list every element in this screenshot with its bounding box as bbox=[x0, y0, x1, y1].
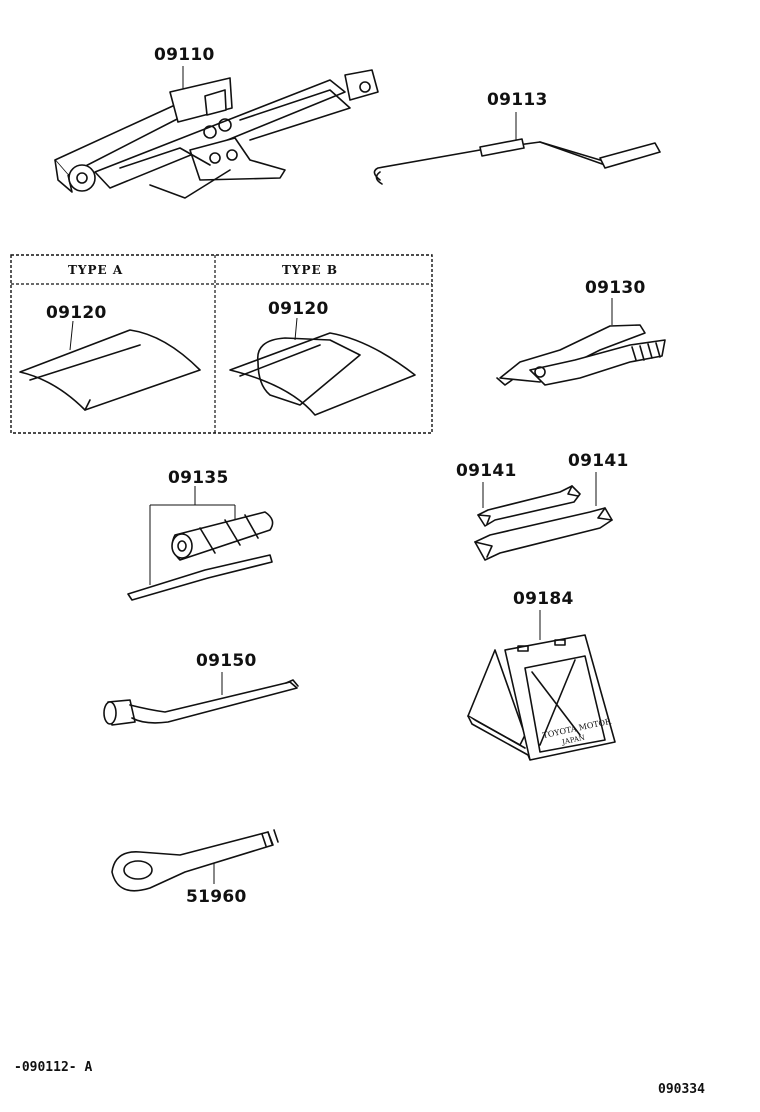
lug-wrench-drawing bbox=[103, 672, 299, 726]
wheel-chock-drawing bbox=[467, 610, 616, 761]
tool-bag-type-table bbox=[10, 254, 433, 434]
wrenches-drawing bbox=[474, 472, 613, 561]
part-label-tool-bag-a: 09120 bbox=[46, 303, 107, 323]
part-label-pliers: 09130 bbox=[585, 278, 646, 298]
table-header-type-b: TYPE B bbox=[282, 263, 338, 277]
jack-handle-drawing bbox=[373, 112, 661, 185]
part-label-tool-bag-b: 09120 bbox=[268, 299, 329, 319]
part-label-screwdriver: 09135 bbox=[168, 468, 229, 488]
part-label-towing-eye: 51960 bbox=[186, 887, 247, 907]
screwdriver-drawing bbox=[127, 486, 274, 601]
towing-eye-drawing bbox=[111, 829, 279, 892]
part-label-jack-handle: 09113 bbox=[487, 90, 548, 110]
pliers-drawing bbox=[496, 298, 666, 386]
table-header-type-a: TYPE A bbox=[68, 263, 124, 277]
part-label-wheel-chock: 09184 bbox=[513, 589, 574, 609]
part-label-wrench-2: 09141 bbox=[568, 451, 629, 471]
part-label-jack: 09110 bbox=[154, 45, 215, 65]
scissor-jack-drawing bbox=[54, 66, 379, 199]
footer-code-left: -090112- A bbox=[14, 1060, 93, 1075]
part-label-wrench-1: 09141 bbox=[456, 461, 517, 481]
part-label-lug-wrench: 09150 bbox=[196, 651, 257, 671]
footer-code-right: 090334 bbox=[658, 1082, 705, 1097]
